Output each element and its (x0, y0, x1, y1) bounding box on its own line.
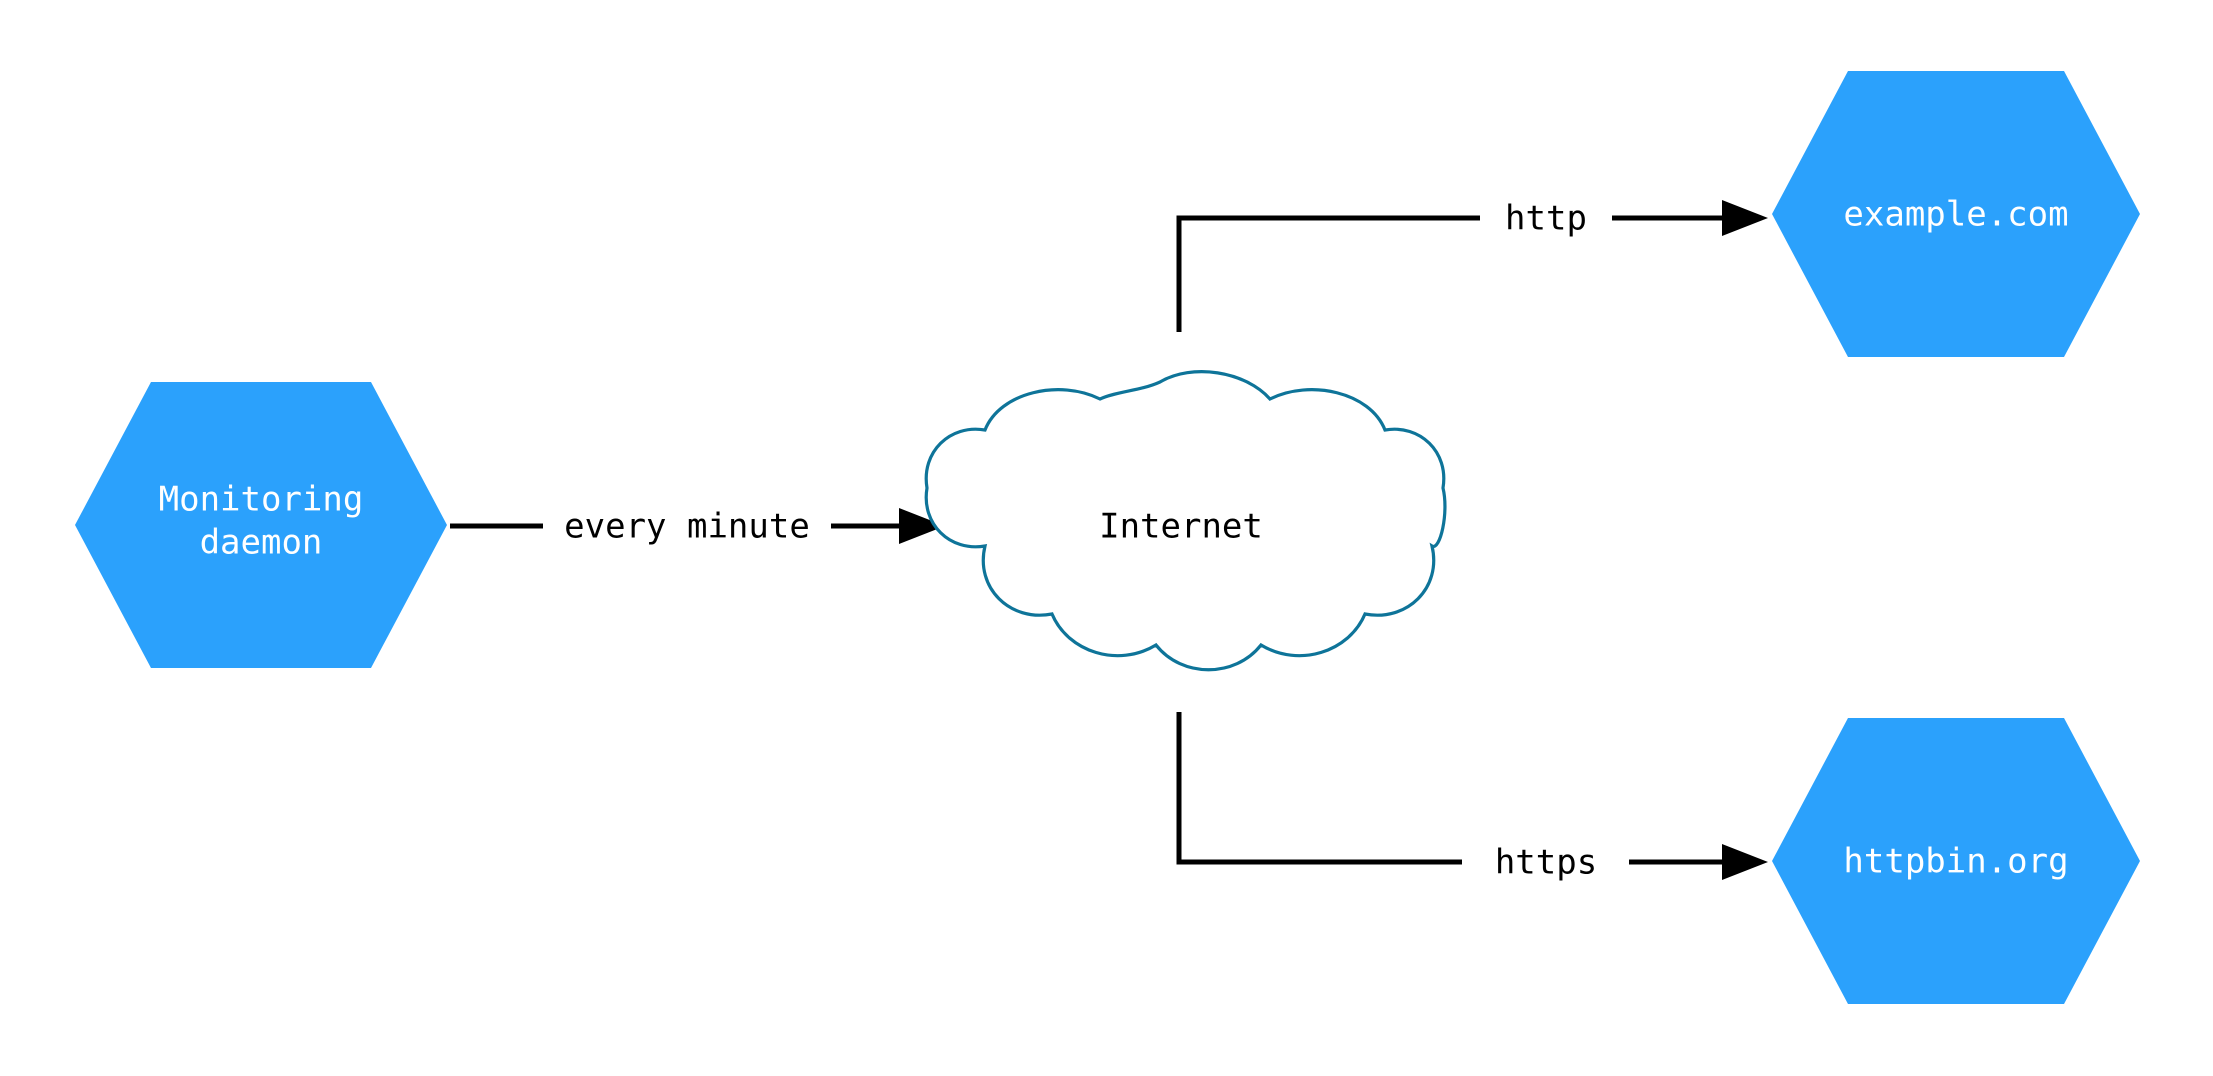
node-label-line-1: Monitoring (159, 480, 364, 520)
arrow-head-icon (1722, 844, 1768, 880)
cloud-shape[interactable] (924, 370, 1447, 672)
hexagon-shape[interactable] (1772, 718, 2140, 1004)
hexagon-shape[interactable] (1772, 71, 2140, 357)
arrow-head-icon (1722, 200, 1768, 236)
hexagon-shape[interactable] (75, 382, 447, 668)
edge-label-every-minute: every minute (564, 507, 810, 547)
node-label-line-2: daemon (200, 523, 323, 563)
edge-internet-to-httpbin: https (1176, 712, 1768, 883)
edge-line-segment (1176, 215, 1480, 332)
arrow-head-icon (899, 508, 945, 544)
node-internet-cloud[interactable]: Internet (924, 370, 1447, 672)
edge-label-http: http (1505, 199, 1587, 239)
node-monitoring-daemon[interactable]: Monitoring daemon (75, 382, 447, 668)
node-example-com[interactable]: example.com (1772, 71, 2140, 357)
node-label-httpbin-org: httpbin.org (1843, 842, 2068, 882)
node-httpbin-org[interactable]: httpbin.org (1772, 718, 2140, 1004)
edge-label-https: https (1495, 843, 1597, 883)
edge-line-segment (1176, 712, 1462, 865)
edge-daemon-to-internet: every minute (450, 507, 945, 547)
edge-internet-to-example: http (1176, 199, 1768, 332)
node-label-example-com: example.com (1843, 195, 2068, 235)
node-label-internet: Internet (1099, 507, 1263, 547)
